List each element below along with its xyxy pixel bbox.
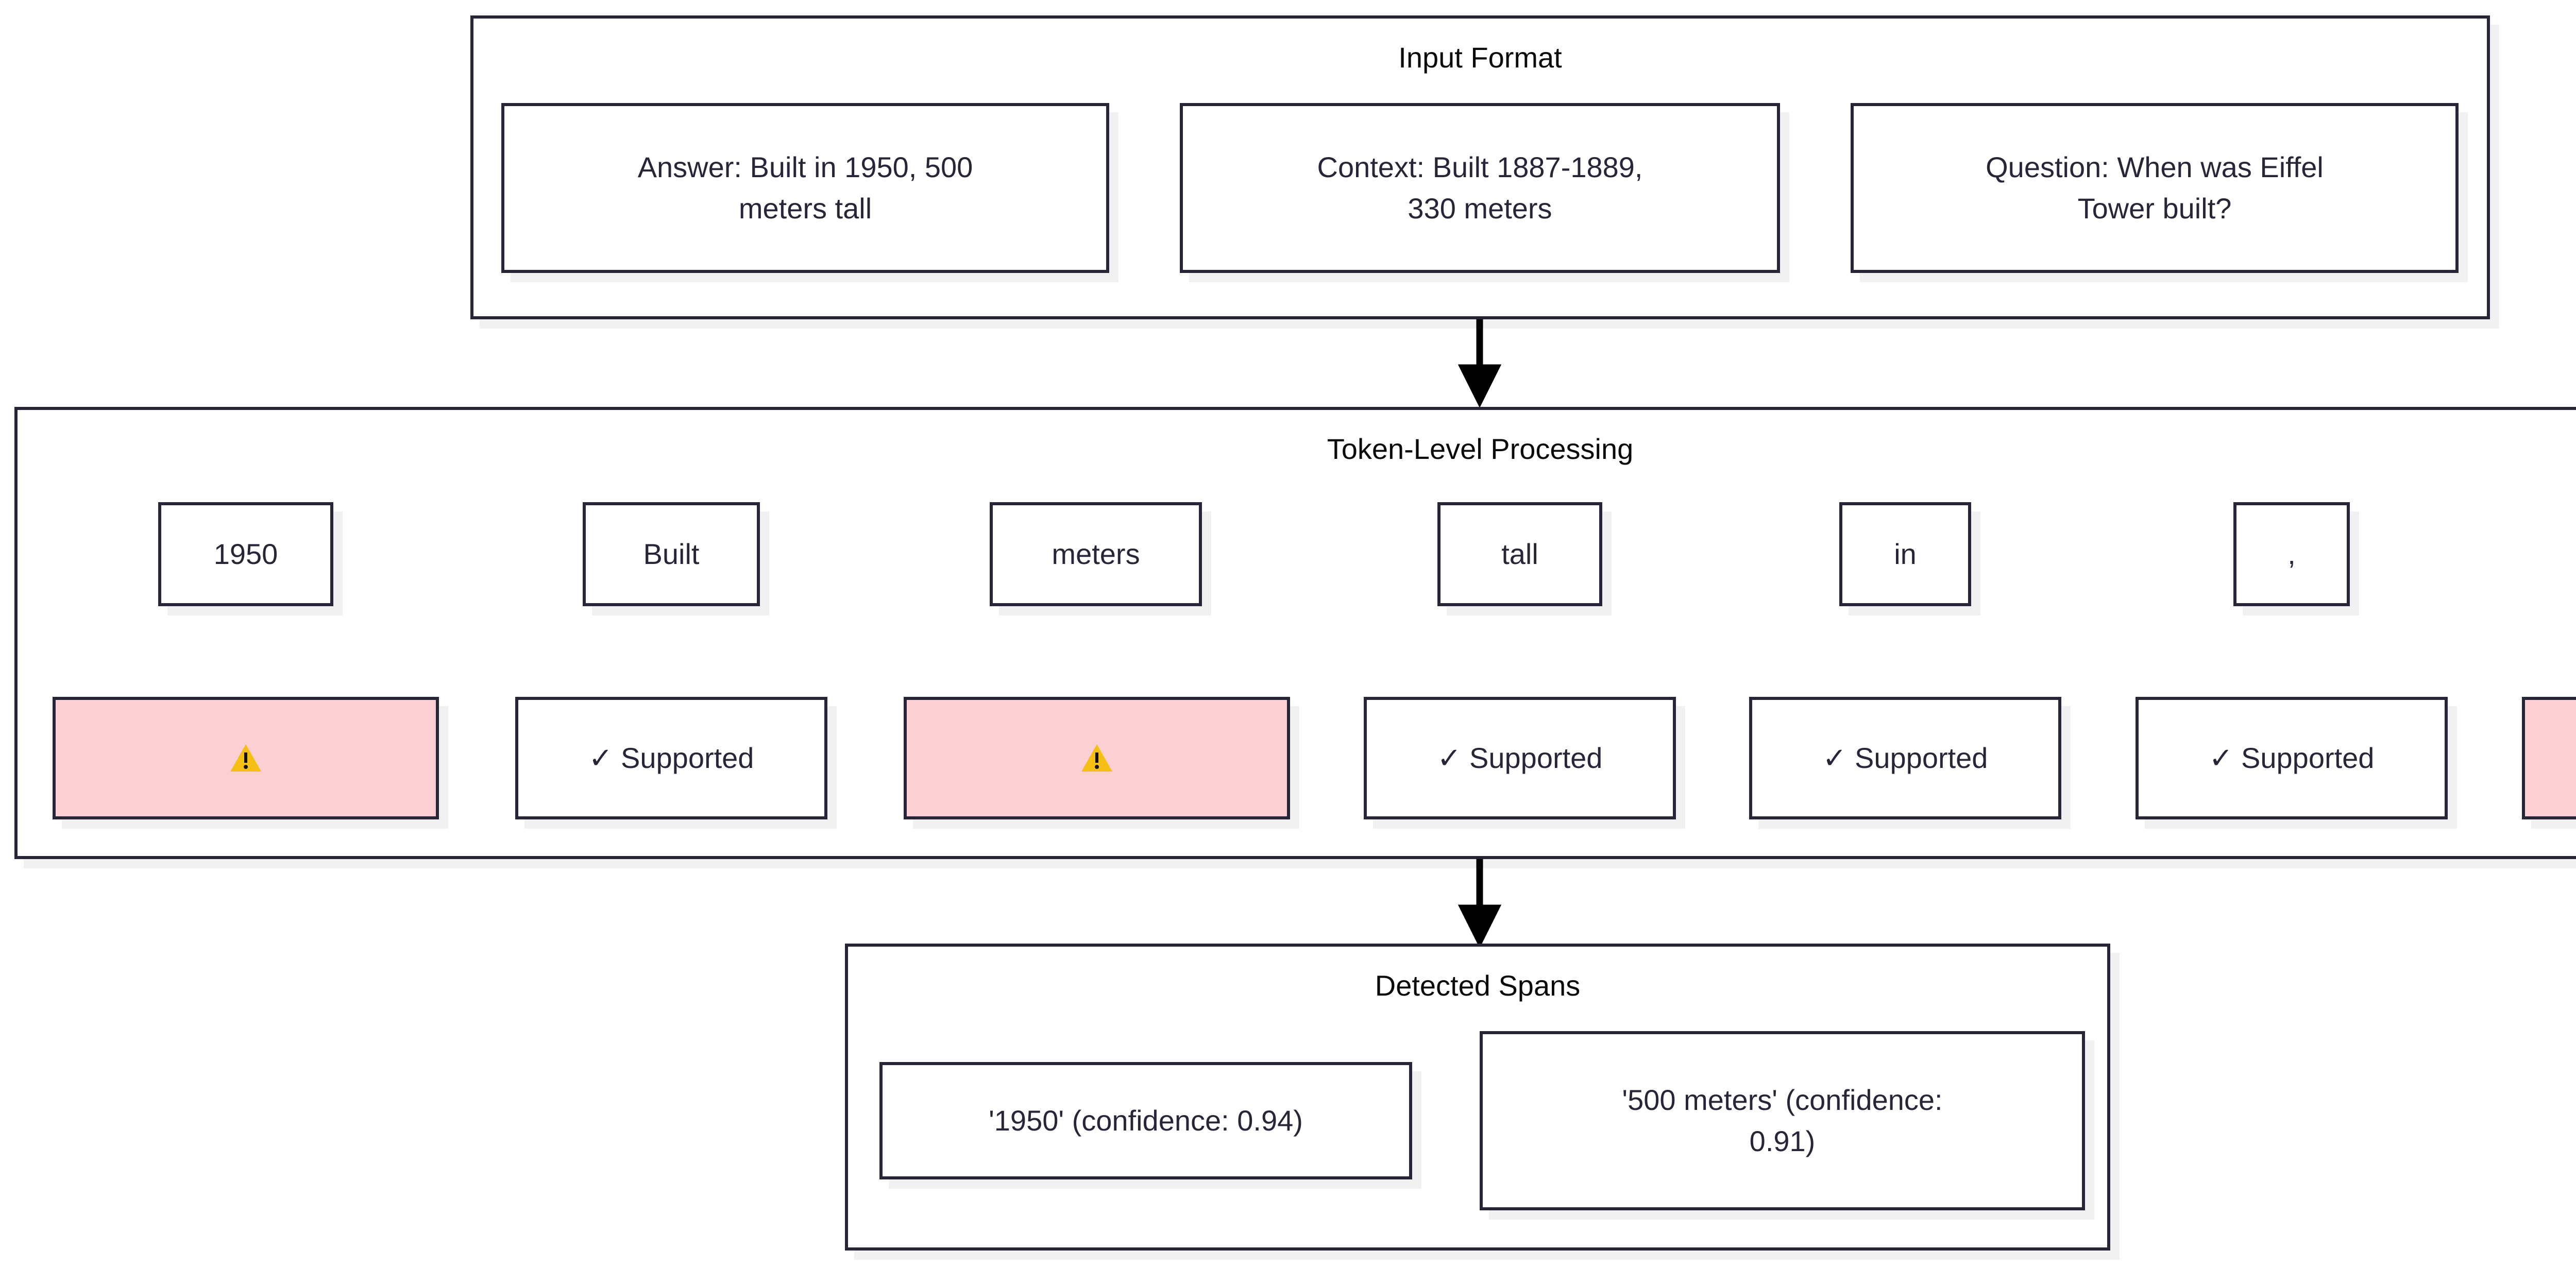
token-box-comma[interactable]: , (2233, 502, 2350, 606)
status-box-tall[interactable]: ✓ Supported (1364, 697, 1676, 819)
status-box-1950[interactable] (53, 697, 439, 819)
span-box-1950[interactable]: '1950' (confidence: 0.94) (879, 1062, 1412, 1179)
token-box-meters[interactable]: meters (990, 502, 1202, 606)
status-box-in[interactable]: ✓ Supported (1749, 697, 2061, 819)
status-box-500[interactable] (2522, 697, 2576, 819)
subgraph-input-format-title: Input Format (1398, 41, 1562, 74)
status-box-comma[interactable]: ✓ Supported (2136, 697, 2448, 819)
status-box-meters[interactable] (904, 697, 1290, 819)
warning-triangle-icon (230, 744, 261, 772)
token-box-1950[interactable]: 1950 (158, 502, 333, 606)
token-box-built[interactable]: Built (583, 502, 760, 606)
token-box-in[interactable]: in (1839, 502, 1971, 606)
warning-triangle-icon (1081, 744, 1112, 772)
node-context[interactable]: Context: Built 1887-1889, 330 meters (1180, 103, 1780, 273)
token-box-tall[interactable]: tall (1437, 502, 1602, 606)
status-box-built[interactable]: ✓ Supported (515, 697, 827, 819)
node-question[interactable]: Question: When was Eiffel Tower built? (1851, 103, 2459, 273)
subgraph-token-level-processing-title: Token-Level Processing (1327, 433, 1634, 465)
span-box-500-meters[interactable]: '500 meters' (confidence: 0.91) (1480, 1031, 2085, 1210)
subgraph-detected-spans-title: Detected Spans (1375, 969, 1581, 1002)
node-answer[interactable]: Answer: Built in 1950, 500 meters tall (501, 103, 1109, 273)
